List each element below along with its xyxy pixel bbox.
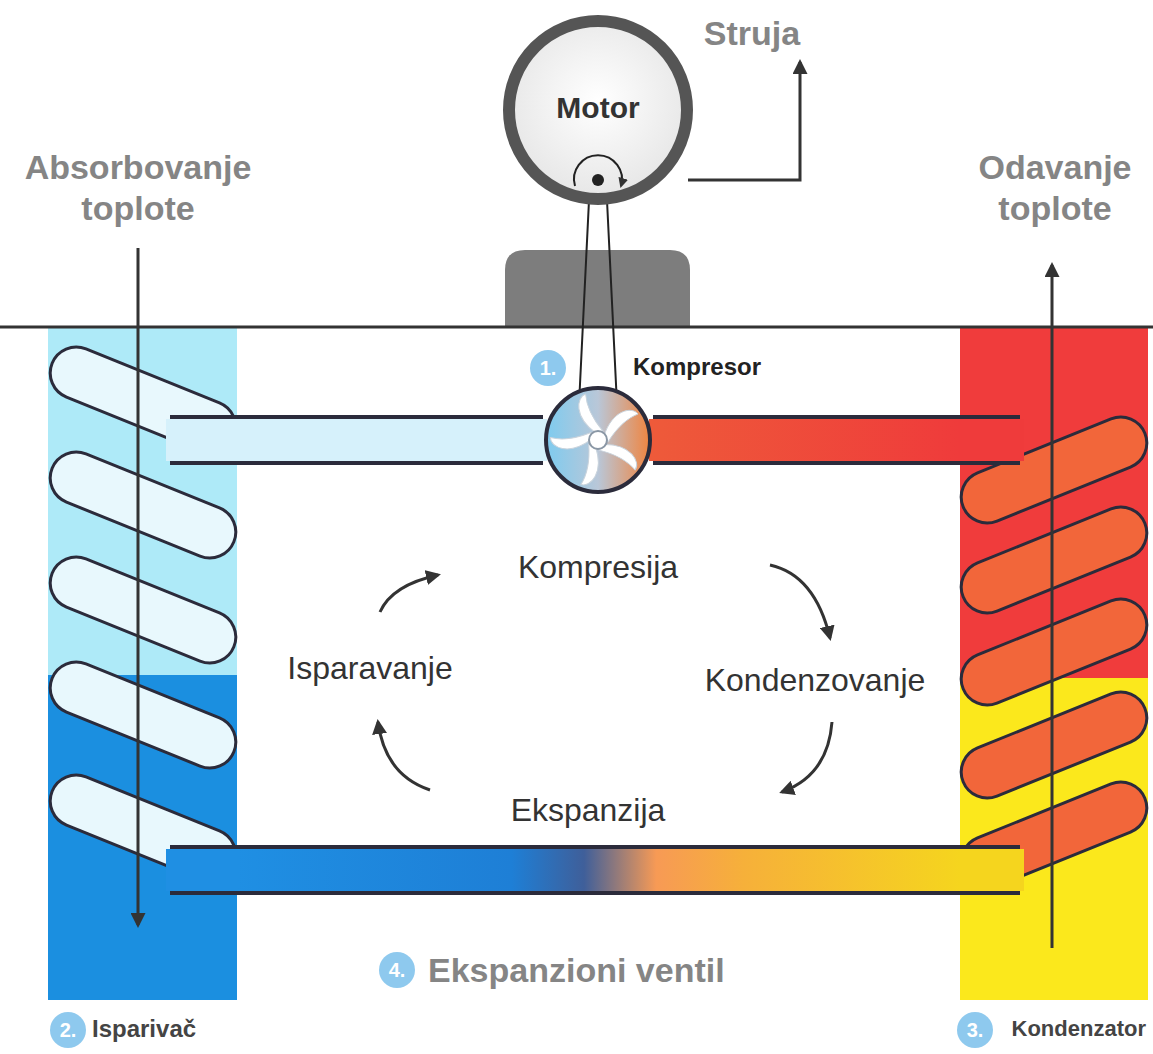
cycle-arrow: [782, 722, 832, 792]
coil-loop: [42, 339, 243, 461]
heat-out-label: Odavanje toplote: [962, 147, 1148, 229]
evaporator-band: Isparivač: [48, 327, 237, 1054]
cycle-arrow: [770, 565, 830, 638]
node-label: Motor: [503, 91, 693, 125]
heat-in-arrow: [137, 248, 140, 925]
compressor-circle: Kompresor: [543, 385, 653, 495]
pipe-fill: [649, 419, 964, 461]
motor-circle: Motor: [503, 15, 693, 205]
compressor-symbol: [546, 388, 650, 492]
motor-pedestal: [505, 250, 690, 327]
rotation-arrow: [574, 155, 622, 186]
cycle-arrow: [380, 575, 438, 612]
coil-loop: [42, 767, 243, 889]
cycle-step: Ekspanzija: [511, 792, 666, 829]
heat-in-label: Absorbovanje toplote: [8, 147, 268, 229]
coil-loop: [42, 549, 243, 671]
coil-group: [42, 339, 1153, 896]
node-label: Isparivač: [92, 1015, 196, 1043]
callout-number: 2.: [50, 1012, 86, 1048]
cycle-step: Kondenzovanje: [705, 662, 926, 699]
pipe-fill: [233, 419, 547, 461]
cycle-arrow: [378, 722, 430, 790]
ground-line: [0, 326, 1153, 329]
power-label: Struja: [704, 13, 800, 54]
heat-out-arrow: [1051, 265, 1054, 948]
callout-number: 3.: [957, 1012, 993, 1048]
cycle-step: Isparavanje: [287, 650, 452, 687]
refrigerant-pipe: [233, 440, 547, 441]
pipe-stub: [166, 849, 244, 891]
coil-loop: [42, 654, 243, 776]
power-arrow: [688, 62, 800, 180]
condenser-band: Kondenzator: [960, 327, 1148, 1054]
pipe-fill: [233, 849, 964, 891]
refrigerant-pipe: [233, 870, 964, 871]
refrigerant-pipe: [649, 440, 964, 441]
callout-number: 4.: [379, 952, 415, 988]
cycle-step: Kompresija: [518, 549, 678, 586]
callout-number: 1.: [530, 350, 566, 386]
pipe-stub: [166, 419, 244, 461]
node-label: Kompresor: [633, 353, 761, 381]
valve-label: Ekspanzioni ventil: [428, 950, 725, 991]
motor-shaft: [592, 174, 604, 186]
